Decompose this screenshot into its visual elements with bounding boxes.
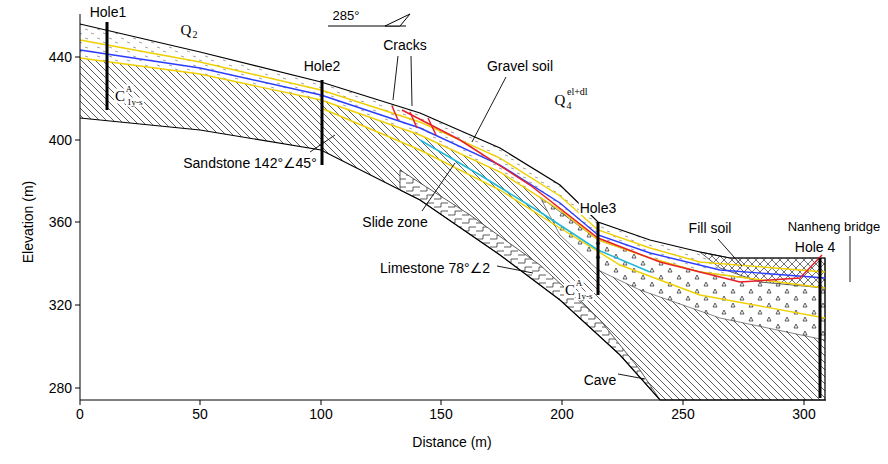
sandstone-body <box>80 24 825 400</box>
leader-line <box>850 236 851 282</box>
stratum-subscript: 1y-s <box>126 98 144 107</box>
direction-label: 285° <box>332 9 361 22</box>
borehole <box>106 22 109 110</box>
yellow-boundary <box>80 58 825 288</box>
boreholes <box>107 22 820 398</box>
axis-title: Distance (m) <box>411 435 492 449</box>
y-ticks <box>75 57 80 388</box>
hole-label: Hole1 <box>89 5 128 19</box>
hole-label: Hole 4 <box>794 240 836 254</box>
leader-line <box>497 266 533 273</box>
leader-line <box>422 163 455 211</box>
stratum-subscript: 4 <box>566 101 573 111</box>
stratum-superscript: A <box>125 85 134 94</box>
stratum-superscript: A <box>575 279 584 288</box>
limestone-layer <box>400 170 660 400</box>
stratum-symbol: Q <box>180 23 193 38</box>
borehole <box>819 258 822 398</box>
axis-tick: 100 <box>308 407 333 421</box>
yellow-boundary <box>80 40 825 272</box>
leader-lines <box>310 56 850 379</box>
annotation: Nanheng bridge <box>787 220 882 233</box>
axis-tick: 150 <box>428 407 453 421</box>
axis-tick: 360 <box>48 215 73 229</box>
stratum-superscript: el+dl <box>566 87 589 97</box>
axis-tick: 0 <box>75 407 85 421</box>
axis-tick: 280 <box>48 381 73 395</box>
stratum-subscript: 2 <box>192 30 199 40</box>
annotation: Fill soil <box>688 221 733 235</box>
annotation: Slide zone <box>361 215 428 229</box>
stratum-subscript: 1y-s <box>576 292 594 301</box>
axis-tick: 440 <box>48 50 73 64</box>
leader-line <box>472 77 506 142</box>
slide-surface <box>402 110 822 282</box>
slide-zone-line <box>420 140 650 272</box>
leader-line <box>618 374 645 379</box>
axis-tick: 300 <box>791 407 816 421</box>
leader-line <box>718 239 742 266</box>
axis-tick: 320 <box>48 298 73 312</box>
annotation: Cave <box>583 373 618 387</box>
x-ticks <box>80 400 804 405</box>
stratum-symbol: Q <box>554 93 567 108</box>
leader-line <box>393 56 412 106</box>
direction-arrow <box>385 14 410 26</box>
crack-marks <box>392 106 436 135</box>
soil-layer <box>80 24 825 288</box>
axis-tick: 50 <box>191 407 209 421</box>
axis-tick: 400 <box>48 133 73 147</box>
hole-label: Hole2 <box>303 59 342 73</box>
annotation: Limestone 78°∠2 <box>379 261 491 275</box>
hole-label: Hole3 <box>579 201 618 215</box>
y-axis <box>80 14 81 400</box>
yellow-boundary <box>321 108 825 318</box>
blue-boundary <box>80 50 825 278</box>
leader-line <box>310 135 335 152</box>
axes <box>75 14 826 405</box>
axis-title: Elevation (m) <box>21 180 35 264</box>
annotation: Cracks <box>382 38 428 52</box>
section-outline <box>80 24 825 400</box>
annotation: Gravel soil <box>486 59 554 73</box>
x-axis <box>80 400 826 401</box>
annotation: Sandstone 142°∠45° <box>182 156 318 170</box>
borehole <box>321 80 324 165</box>
axis-tick: 250 <box>670 407 695 421</box>
borehole <box>597 222 600 295</box>
axis-tick: 200 <box>549 407 574 421</box>
